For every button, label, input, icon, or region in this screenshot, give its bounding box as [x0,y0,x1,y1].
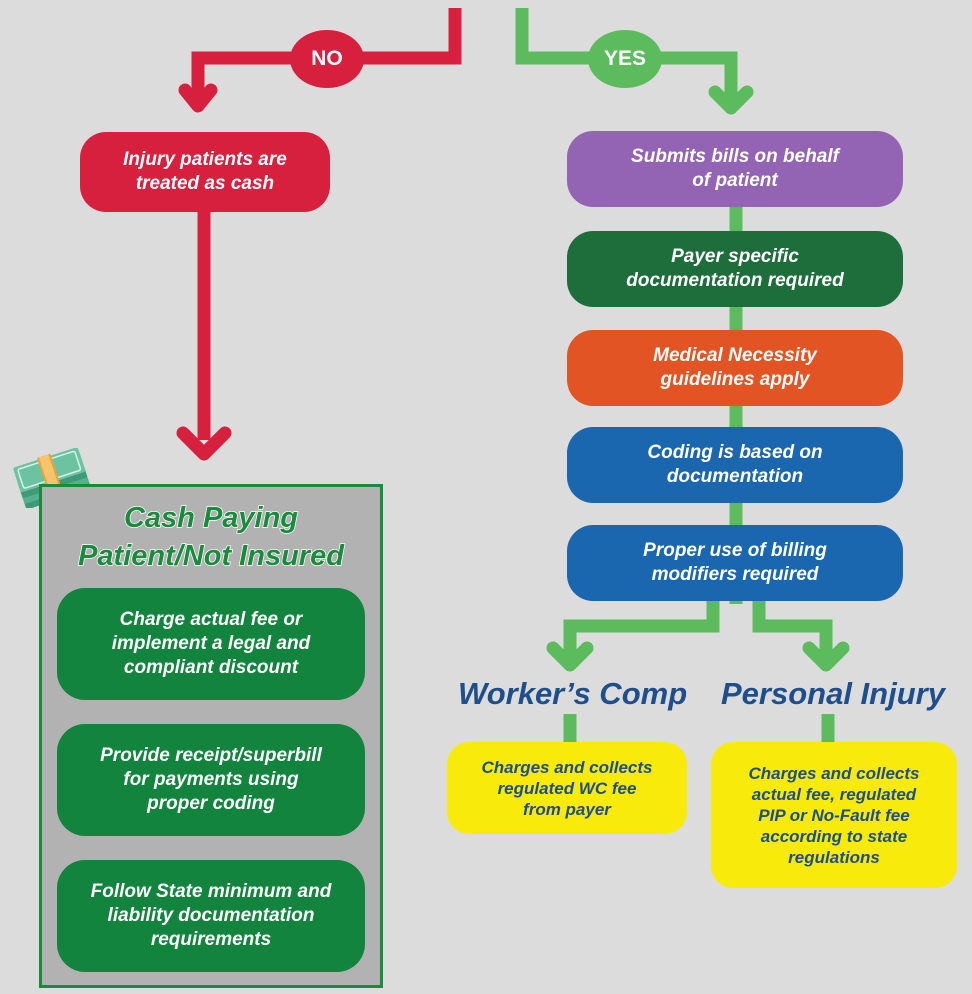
personal-injury-heading: Personal Injury [721,676,945,711]
step-coding: Coding is based on documentation [567,427,903,503]
step-submit-bills: Submits bills on behalf of patient [567,131,903,207]
personal-injury-note: Charges and collects actual fee, regulat… [711,742,957,888]
panel-title-line-1: Cash Paying [123,501,299,535]
workers-comp-heading: Worker’s Comp [458,676,688,711]
step-medical-necessity: Medical Necessity guidelines apply [567,330,903,406]
step-payer-documentation: Payer specific documentation required [567,231,903,307]
no-badge: NO [290,30,364,88]
workers-comp-note: Charges and collects regulated WC fee fr… [447,742,687,834]
panel-item-charge-fee: Charge actual fee or implement a legal a… [57,588,365,700]
panel-title-line-2: Patient/Not Insured [77,539,344,573]
step-billing-modifiers: Proper use of billing modifiers required [567,525,903,601]
panel-item-receipt: Provide receipt/superbill for payments u… [57,724,365,836]
yes-badge: YES [588,30,662,88]
cash-treatment-box: Injury patients are treated as cash [80,132,330,212]
panel-item-state-requirements: Follow State minimum and liability docum… [57,860,365,972]
